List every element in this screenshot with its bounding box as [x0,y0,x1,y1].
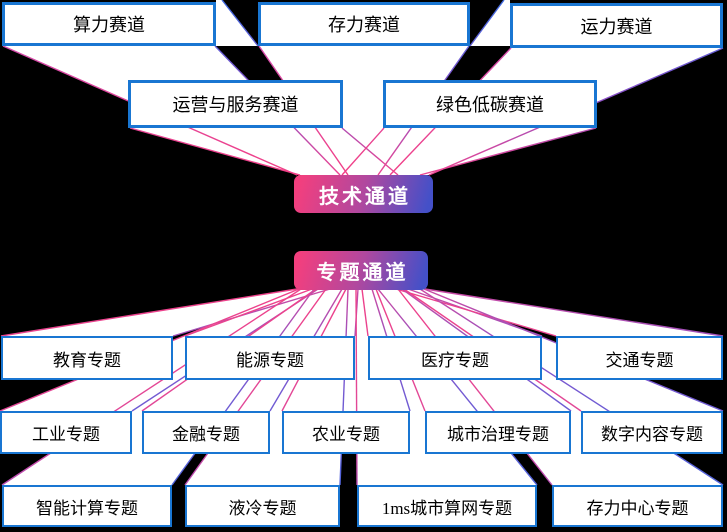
track-box-transport-power: 运力赛道 [510,3,723,48]
topic-label: 医疗专题 [421,350,489,370]
topic-label: 教育专题 [53,350,121,370]
badge-label: 专题通道 [316,262,409,284]
topic-box-1ms-city-network: 1ms城市算网专题 [357,485,537,527]
topic-label: 金融专题 [172,425,240,444]
badge-technical-channel: 技术通道 [294,175,433,213]
track-label: 运营与服务赛道 [172,95,299,115]
topic-box-transportation: 交通专题 [556,336,723,380]
topic-label: 能源专题 [236,350,304,370]
track-label: 存力赛道 [328,15,400,35]
topic-box-city-governance: 城市治理专题 [425,411,571,454]
track-box-operations-services: 运营与服务赛道 [128,80,343,128]
topic-label: 智能计算专题 [36,498,138,518]
topic-box-digital-content: 数字内容专题 [581,411,723,454]
topic-box-finance: 金融专题 [142,411,270,454]
topic-box-intelligent-computing: 智能计算专题 [2,485,172,527]
topic-box-energy: 能源专题 [185,336,355,380]
topic-box-agriculture: 农业专题 [282,411,410,454]
topic-label: 交通专题 [605,350,674,370]
topic-box-industry: 工业专题 [0,411,132,454]
topic-label: 液冷专题 [228,498,297,518]
topic-label: 城市治理专题 [447,425,549,444]
topic-label: 数字内容专题 [601,425,703,444]
topic-box-storage-center: 存力中心专题 [552,485,723,527]
topic-box-medical: 医疗专题 [368,336,542,380]
track-box-green-low-carbon: 绿色低碳赛道 [383,80,597,128]
badge-label: 技术通道 [319,185,411,208]
track-box-computing-power: 算力赛道 [2,2,216,46]
track-box-storage-power: 存力赛道 [258,2,470,46]
topic-box-education: 教育专题 [1,336,173,380]
topic-label: 工业专题 [32,425,100,444]
topic-label: 农业专题 [312,425,380,444]
topic-label: 存力中心专题 [586,498,689,518]
topic-label: 1ms城市算网专题 [381,498,513,518]
topic-box-liquid-cooling: 液冷专题 [185,485,340,527]
track-label: 算力赛道 [73,15,145,35]
badge-topic-channel: 专题通道 [294,251,428,290]
track-label: 运力赛道 [580,16,653,37]
track-label: 绿色低碳赛道 [436,95,544,115]
